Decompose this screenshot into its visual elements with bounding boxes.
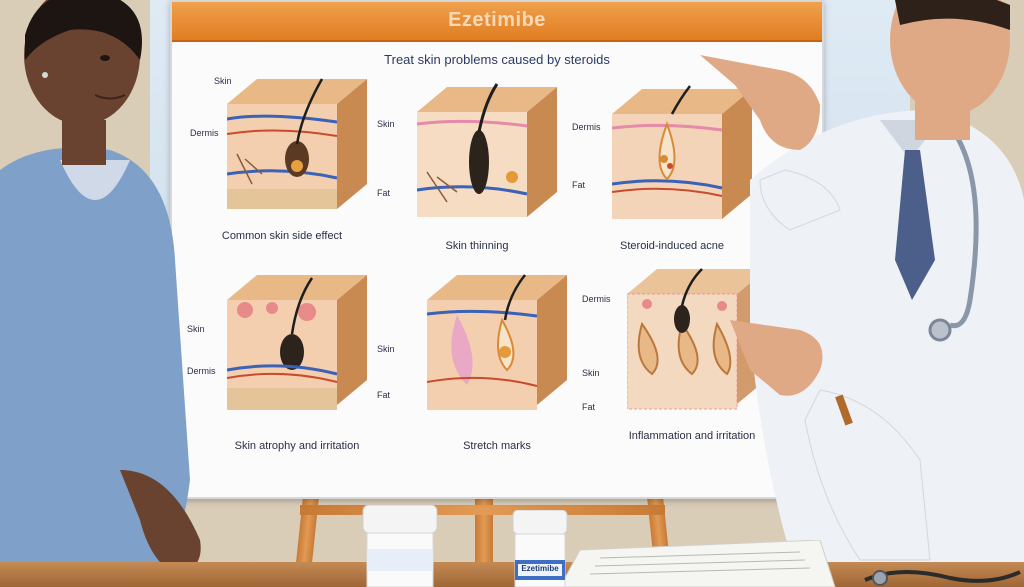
patient-figure — [0, 0, 201, 587]
layer-label-skin: Skin — [187, 324, 205, 334]
layer-label-skin: Skin — [377, 344, 395, 354]
layer-label-dermis: Dermis — [190, 128, 219, 138]
paper-documents — [560, 540, 836, 587]
skin-cross-section-illustration — [227, 275, 367, 410]
skin-cross-section-illustration — [227, 78, 367, 209]
panel-4-caption: Skin atrophy and irritation — [234, 440, 360, 452]
stethoscope-icon — [864, 570, 1021, 586]
panel-2-caption: Skin thinning — [445, 240, 509, 252]
presentation-board: Ezetimibe Treat skin problems caused by … — [170, 0, 824, 499]
board-title: Ezetimibe — [448, 9, 546, 31]
panel-3-caption: Steroid-induced acne — [620, 240, 724, 252]
desk — [0, 562, 1024, 587]
panel-5-caption: Stretch marks — [463, 440, 531, 452]
layer-label-dermis: Dermis — [187, 366, 216, 376]
layer-label-skin: Skin — [214, 76, 232, 86]
layer-label-dermis: Dermis — [582, 294, 611, 304]
layer-label-fat: Fat — [377, 390, 391, 400]
skin-diagram-2 — [417, 82, 557, 222]
layer-label-fat: Fat — [582, 402, 596, 412]
panel-6-caption: Inflammation and irritation — [628, 430, 756, 442]
doctor-figure — [700, 0, 1024, 587]
easel-leg-center — [475, 480, 493, 570]
layer-label-skin: Skin — [377, 119, 395, 129]
layer-label-fat: Fat — [572, 180, 586, 190]
skin-diagram-5 — [427, 270, 567, 415]
pill-bottle-ezetimibe — [512, 510, 568, 587]
panel-1-caption: Common skin side effect — [221, 230, 343, 242]
skin-cross-section-illustration — [427, 274, 567, 410]
easel-crossbar — [300, 505, 665, 515]
skin-cross-section-illustration — [417, 83, 557, 217]
layer-label-dermis: Dermis — [572, 122, 601, 132]
bottle-label: Ezetimibe — [521, 564, 559, 573]
layer-label-fat: Fat — [377, 188, 391, 198]
skin-diagram-1 — [227, 74, 367, 214]
layer-label-skin: Skin — [582, 368, 600, 378]
skin-diagram-4 — [227, 270, 367, 415]
pill-bottle-left — [362, 505, 438, 587]
board-subtitle: Treat skin problems caused by steroids — [384, 52, 610, 67]
board-header — [172, 2, 822, 42]
skin-cross-section-illustration — [612, 85, 752, 219]
skin-diagram-3 — [612, 84, 752, 224]
